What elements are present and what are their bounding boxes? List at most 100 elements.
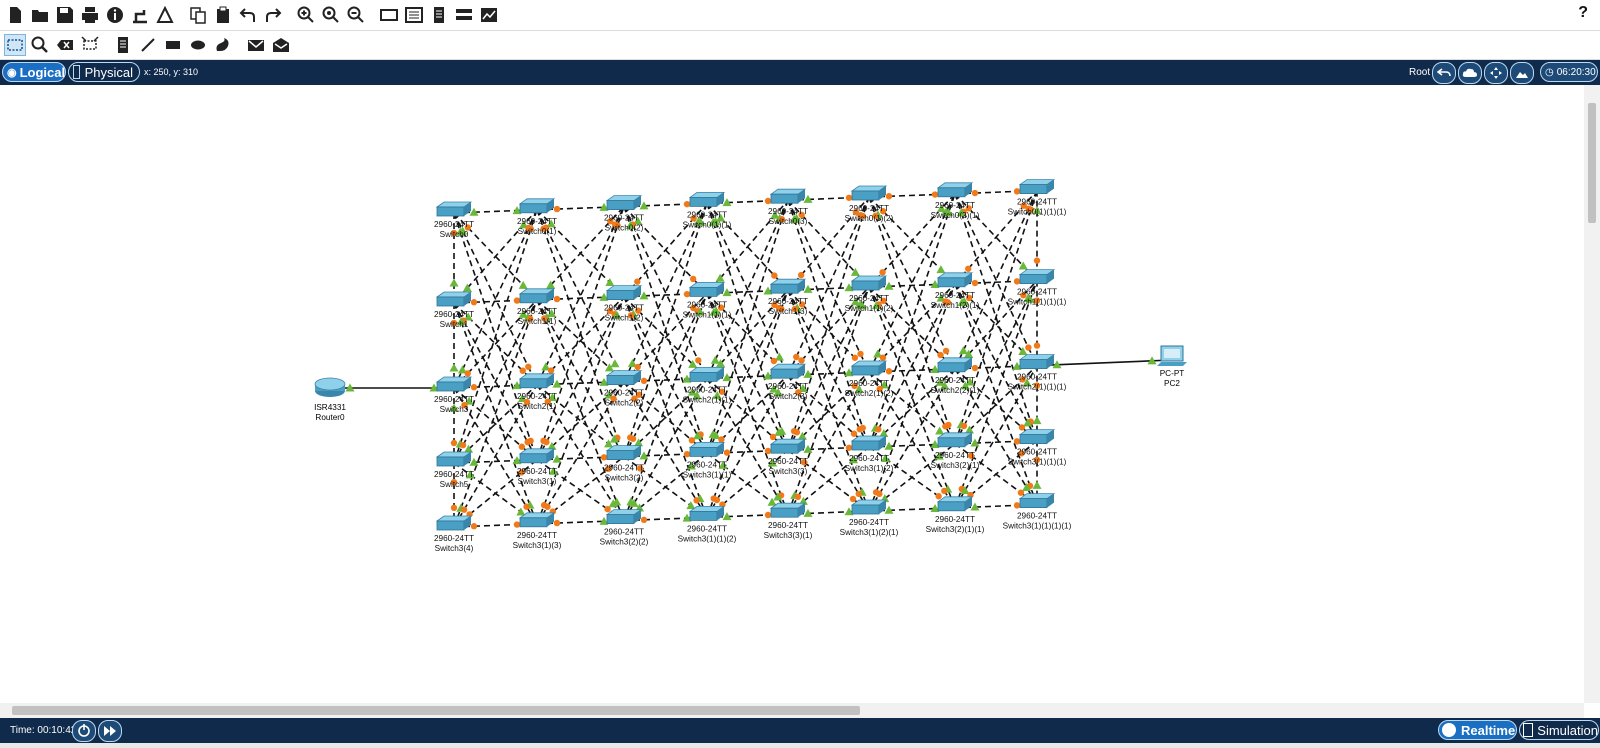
cable-link[interactable]: [787, 196, 870, 451]
cable-link[interactable]: [954, 190, 1038, 370]
vertical-scroll-thumb[interactable]: [1588, 103, 1596, 223]
cable-link[interactable]: [453, 212, 538, 386]
resize-icon[interactable]: [79, 34, 101, 56]
horizontal-scroll-thumb[interactable]: [12, 706, 860, 715]
zoom-reset-icon[interactable]: [320, 4, 342, 26]
cable-link[interactable]: [706, 374, 789, 518]
cable-link[interactable]: [706, 293, 789, 515]
cable-link[interactable]: [623, 452, 708, 522]
cable-link[interactable]: [954, 190, 1038, 445]
cable-link[interactable]: [706, 289, 789, 454]
back-icon[interactable]: [1432, 62, 1456, 84]
undo-icon[interactable]: [237, 4, 259, 26]
cable-link[interactable]: [787, 199, 870, 448]
cable-link[interactable]: [787, 199, 870, 373]
cable-link[interactable]: [954, 193, 1038, 366]
network-topology[interactable]: 2960-24TTSwitch02960-24TTSwitch12960-24T…: [0, 85, 1584, 703]
cable-link[interactable]: [787, 196, 870, 376]
cable-link[interactable]: [536, 209, 625, 382]
ellipse-icon[interactable]: [187, 34, 209, 56]
cable-link[interactable]: [453, 209, 538, 389]
cable-link[interactable]: [623, 203, 708, 457]
horizontal-scrollbar[interactable]: [0, 703, 1584, 718]
rectangle-icon[interactable]: [162, 34, 184, 56]
cable-link[interactable]: [787, 374, 870, 512]
viewport-icon[interactable]: [478, 4, 500, 26]
note-icon[interactable]: [112, 34, 134, 56]
redo-icon[interactable]: [262, 4, 284, 26]
cable-link[interactable]: [453, 384, 538, 528]
cable-link[interactable]: [453, 209, 538, 464]
info-icon[interactable]: [104, 4, 126, 26]
cable-link[interactable]: [706, 449, 789, 519]
cable-link[interactable]: [706, 203, 789, 451]
zoom-in-icon[interactable]: [295, 4, 317, 26]
cable-link[interactable]: [706, 377, 789, 515]
delete-icon[interactable]: [54, 34, 76, 56]
cable-link[interactable]: [536, 381, 625, 525]
cable-link[interactable]: [787, 371, 870, 515]
network-info-icon[interactable]: [129, 4, 151, 26]
cable-link[interactable]: [536, 296, 625, 525]
cable-link[interactable]: [623, 293, 708, 521]
cable-link[interactable]: [623, 293, 708, 457]
cable-link[interactable]: [868, 283, 956, 512]
cable-link[interactable]: [536, 206, 625, 461]
copy-icon[interactable]: [187, 4, 209, 26]
physical-tab[interactable]: Physical: [68, 62, 140, 82]
cable-link[interactable]: [954, 280, 1038, 509]
open-icon[interactable]: [29, 4, 51, 26]
select-icon[interactable]: [4, 34, 26, 56]
cable-link[interactable]: [536, 296, 625, 461]
simulation-button[interactable]: Simulation: [1519, 720, 1599, 740]
complex-pdu-icon[interactable]: [270, 34, 292, 56]
cable-link[interactable]: [623, 203, 708, 382]
vertical-scrollbar[interactable]: [1584, 85, 1600, 703]
device-list-icon[interactable]: [453, 4, 475, 26]
cable-link[interactable]: [868, 193, 956, 373]
cable-link[interactable]: [623, 206, 708, 379]
cable-link[interactable]: [868, 193, 956, 448]
background-image-icon[interactable]: [1510, 62, 1534, 84]
cable-link[interactable]: [453, 299, 538, 464]
paste-icon[interactable]: [212, 4, 234, 26]
cloud-icon[interactable]: [1458, 62, 1482, 84]
logical-tab[interactable]: ◉ Logical: [2, 62, 66, 82]
cable-link[interactable]: [954, 365, 1038, 509]
cable-link[interactable]: [706, 199, 789, 379]
inspect-icon[interactable]: [29, 34, 51, 56]
cable-link[interactable]: [706, 199, 789, 454]
cable-link[interactable]: [954, 280, 1038, 445]
print-icon[interactable]: [79, 4, 101, 26]
cable-link[interactable]: [453, 299, 538, 528]
